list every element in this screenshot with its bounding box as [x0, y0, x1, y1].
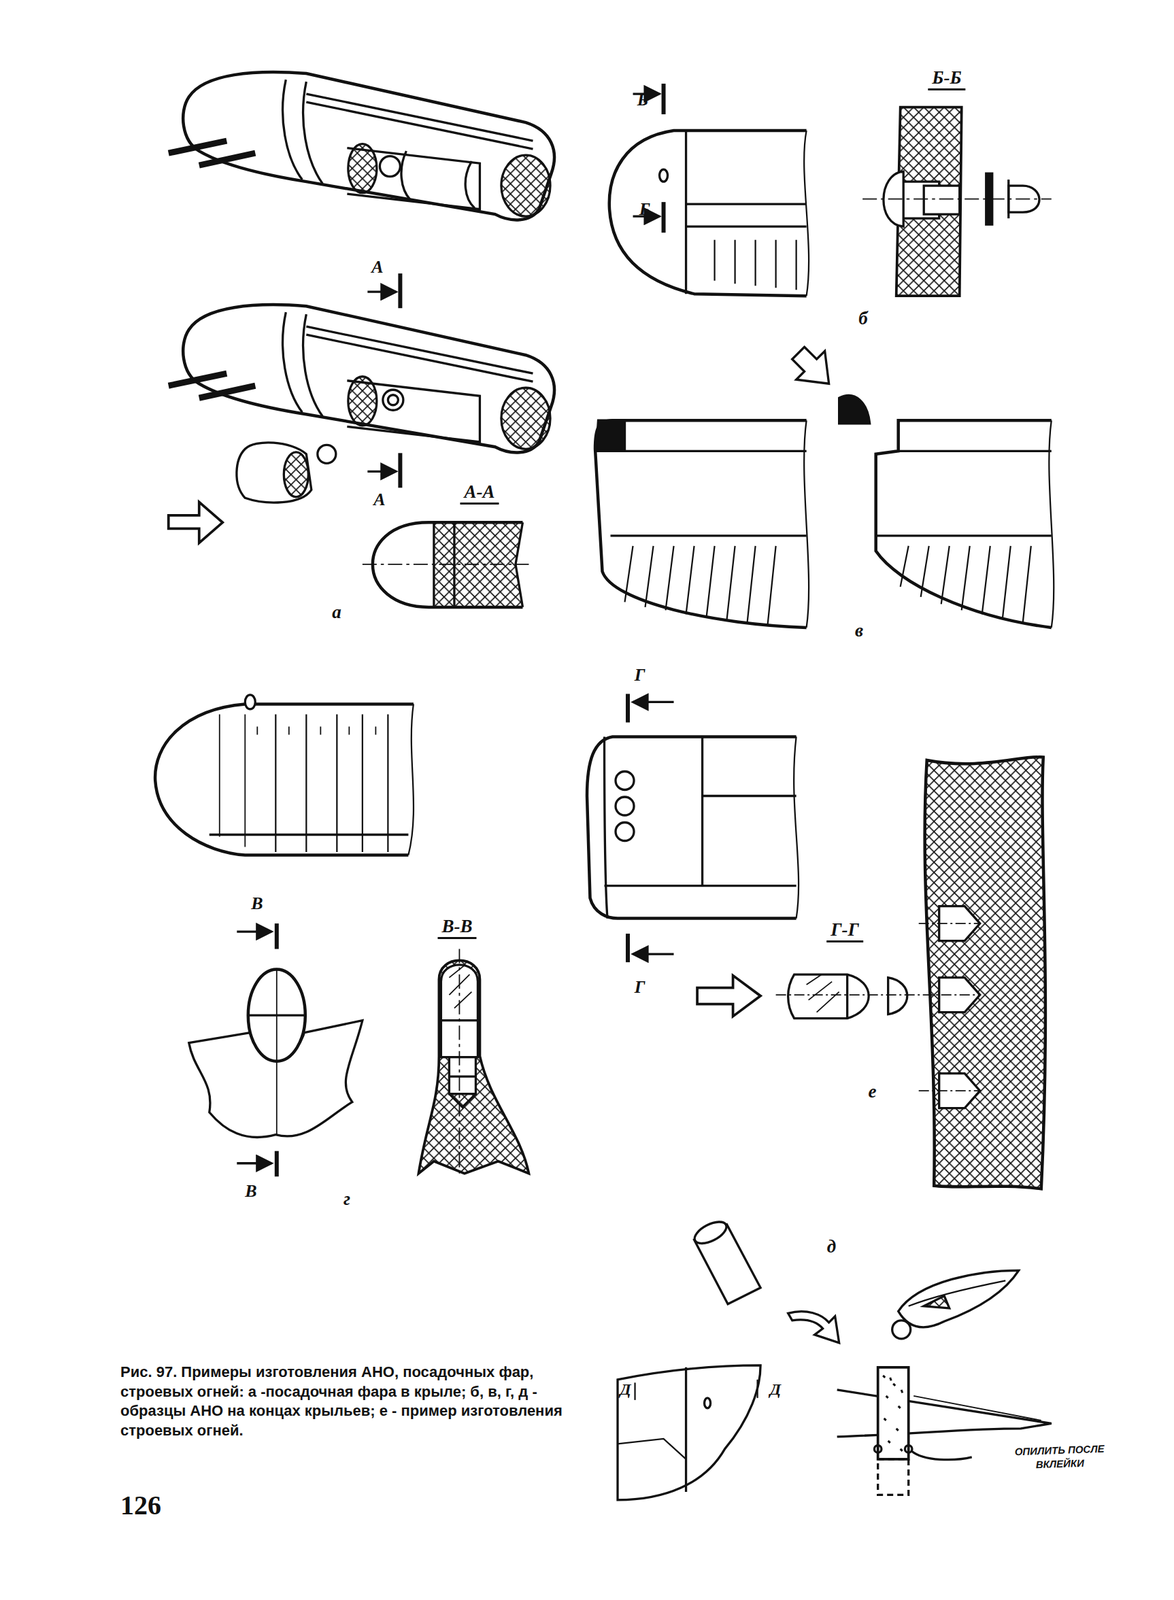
section-label: А-А [459, 482, 499, 505]
figure-letter: д [827, 1237, 836, 1257]
section-label: Б-Б [927, 68, 966, 91]
figure-letter: е [868, 1082, 877, 1102]
section-letter: В [244, 1182, 257, 1201]
section-letter: В [250, 895, 263, 913]
section-label: Г-Г [826, 920, 864, 943]
section-letter: А [373, 491, 385, 509]
section-label: В-В [437, 917, 477, 940]
section-letter: А [371, 258, 383, 277]
section-letter: Б [639, 200, 651, 219]
section-letter: Б [637, 91, 649, 109]
section-letter: Д [619, 1381, 631, 1398]
figure-letter: г [343, 1189, 351, 1209]
figure-caption: Рис. 97. Примеры изготовления АНО, посад… [120, 1363, 570, 1441]
figure-letter: а [331, 603, 342, 622]
page-number: 126 [120, 1492, 162, 1520]
section-letter: Г [634, 978, 646, 997]
figure-letter: б [858, 309, 868, 328]
section-letter: Г [634, 666, 646, 685]
figure-letter: в [854, 621, 864, 641]
handwritten-note: ОПИЛИТЬ ПОСЛЕ ВКЛЕЙКИ [1004, 1441, 1115, 1473]
section-letter: Д [769, 1381, 781, 1398]
